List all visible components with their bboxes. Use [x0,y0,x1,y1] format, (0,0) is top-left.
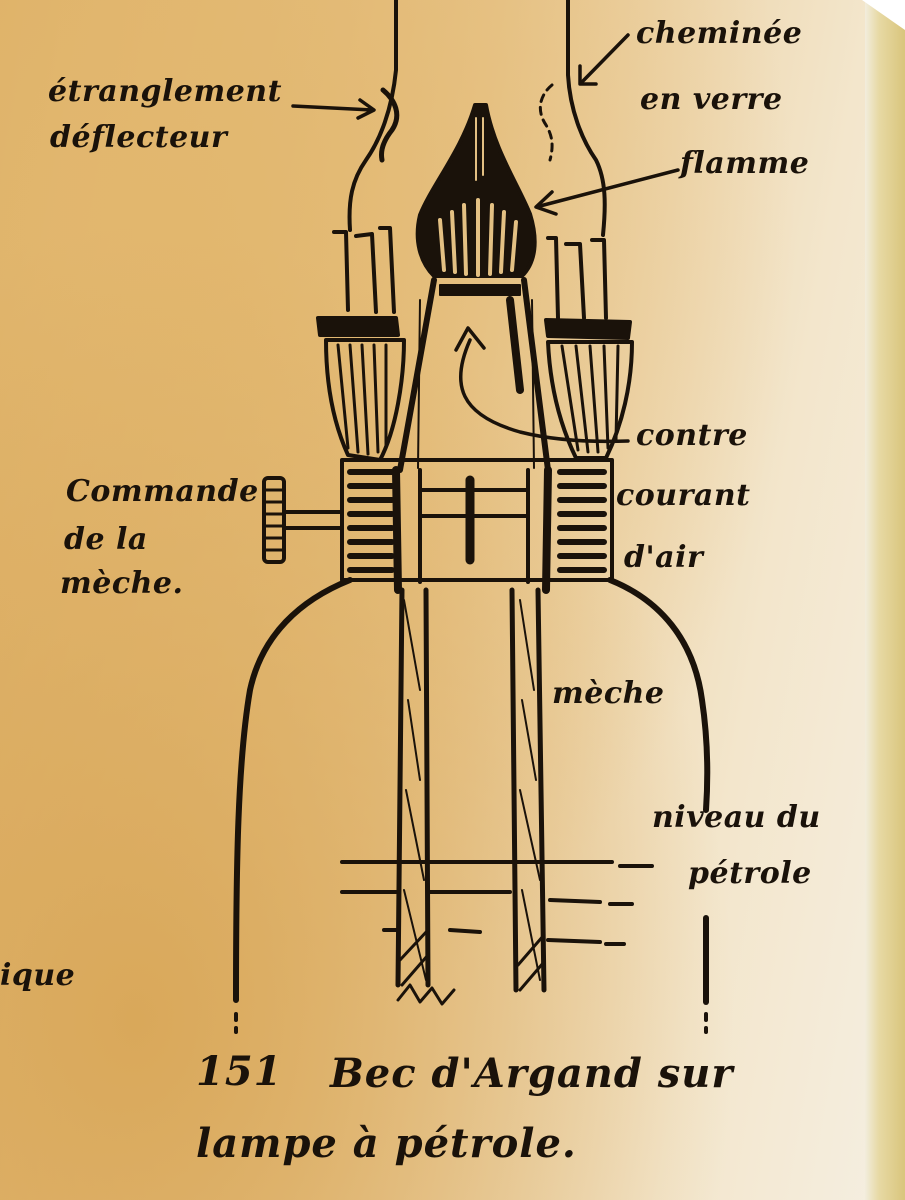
label-flamme: flamme [680,146,810,181]
caption-number: 151 [196,1048,283,1095]
label-edge-fragment: ique [0,958,76,993]
reservoir-body [233,577,711,1034]
petroleum-level [340,860,654,946]
label-niveau-line1: niveau du [652,800,821,835]
label-commande-line1: Commande [66,474,259,509]
deflector-left [316,226,406,462]
page-corner-fold [862,0,905,30]
label-meche: mèche [552,676,665,711]
label-cheminee-line1: cheminée [636,16,803,51]
inner-wick-tube [397,277,551,473]
label-contre-line1: contre [636,418,748,453]
threaded-collar [340,458,614,594]
wick-knob [262,476,344,564]
label-niveau-line2: pétrole [688,856,812,891]
label-etranglement-line1: étranglement [48,74,282,109]
label-contre-line3: d'air [624,540,704,575]
label-cheminee-line2: en verre [640,82,783,117]
page-edge [865,0,905,1200]
label-commande-line2: de la [64,522,148,557]
caption-line1: Bec d'Argand sur [330,1050,734,1097]
label-etranglement-line2: déflecteur [50,120,228,155]
deflector-right [544,236,634,460]
label-contre-line2: courant [616,478,751,513]
glass-chimney [347,0,607,237]
caption-line2: lampe à pétrole. [196,1120,577,1167]
wicks [395,587,547,1006]
flame [415,103,537,278]
label-commande-line3: mèche. [60,566,184,601]
